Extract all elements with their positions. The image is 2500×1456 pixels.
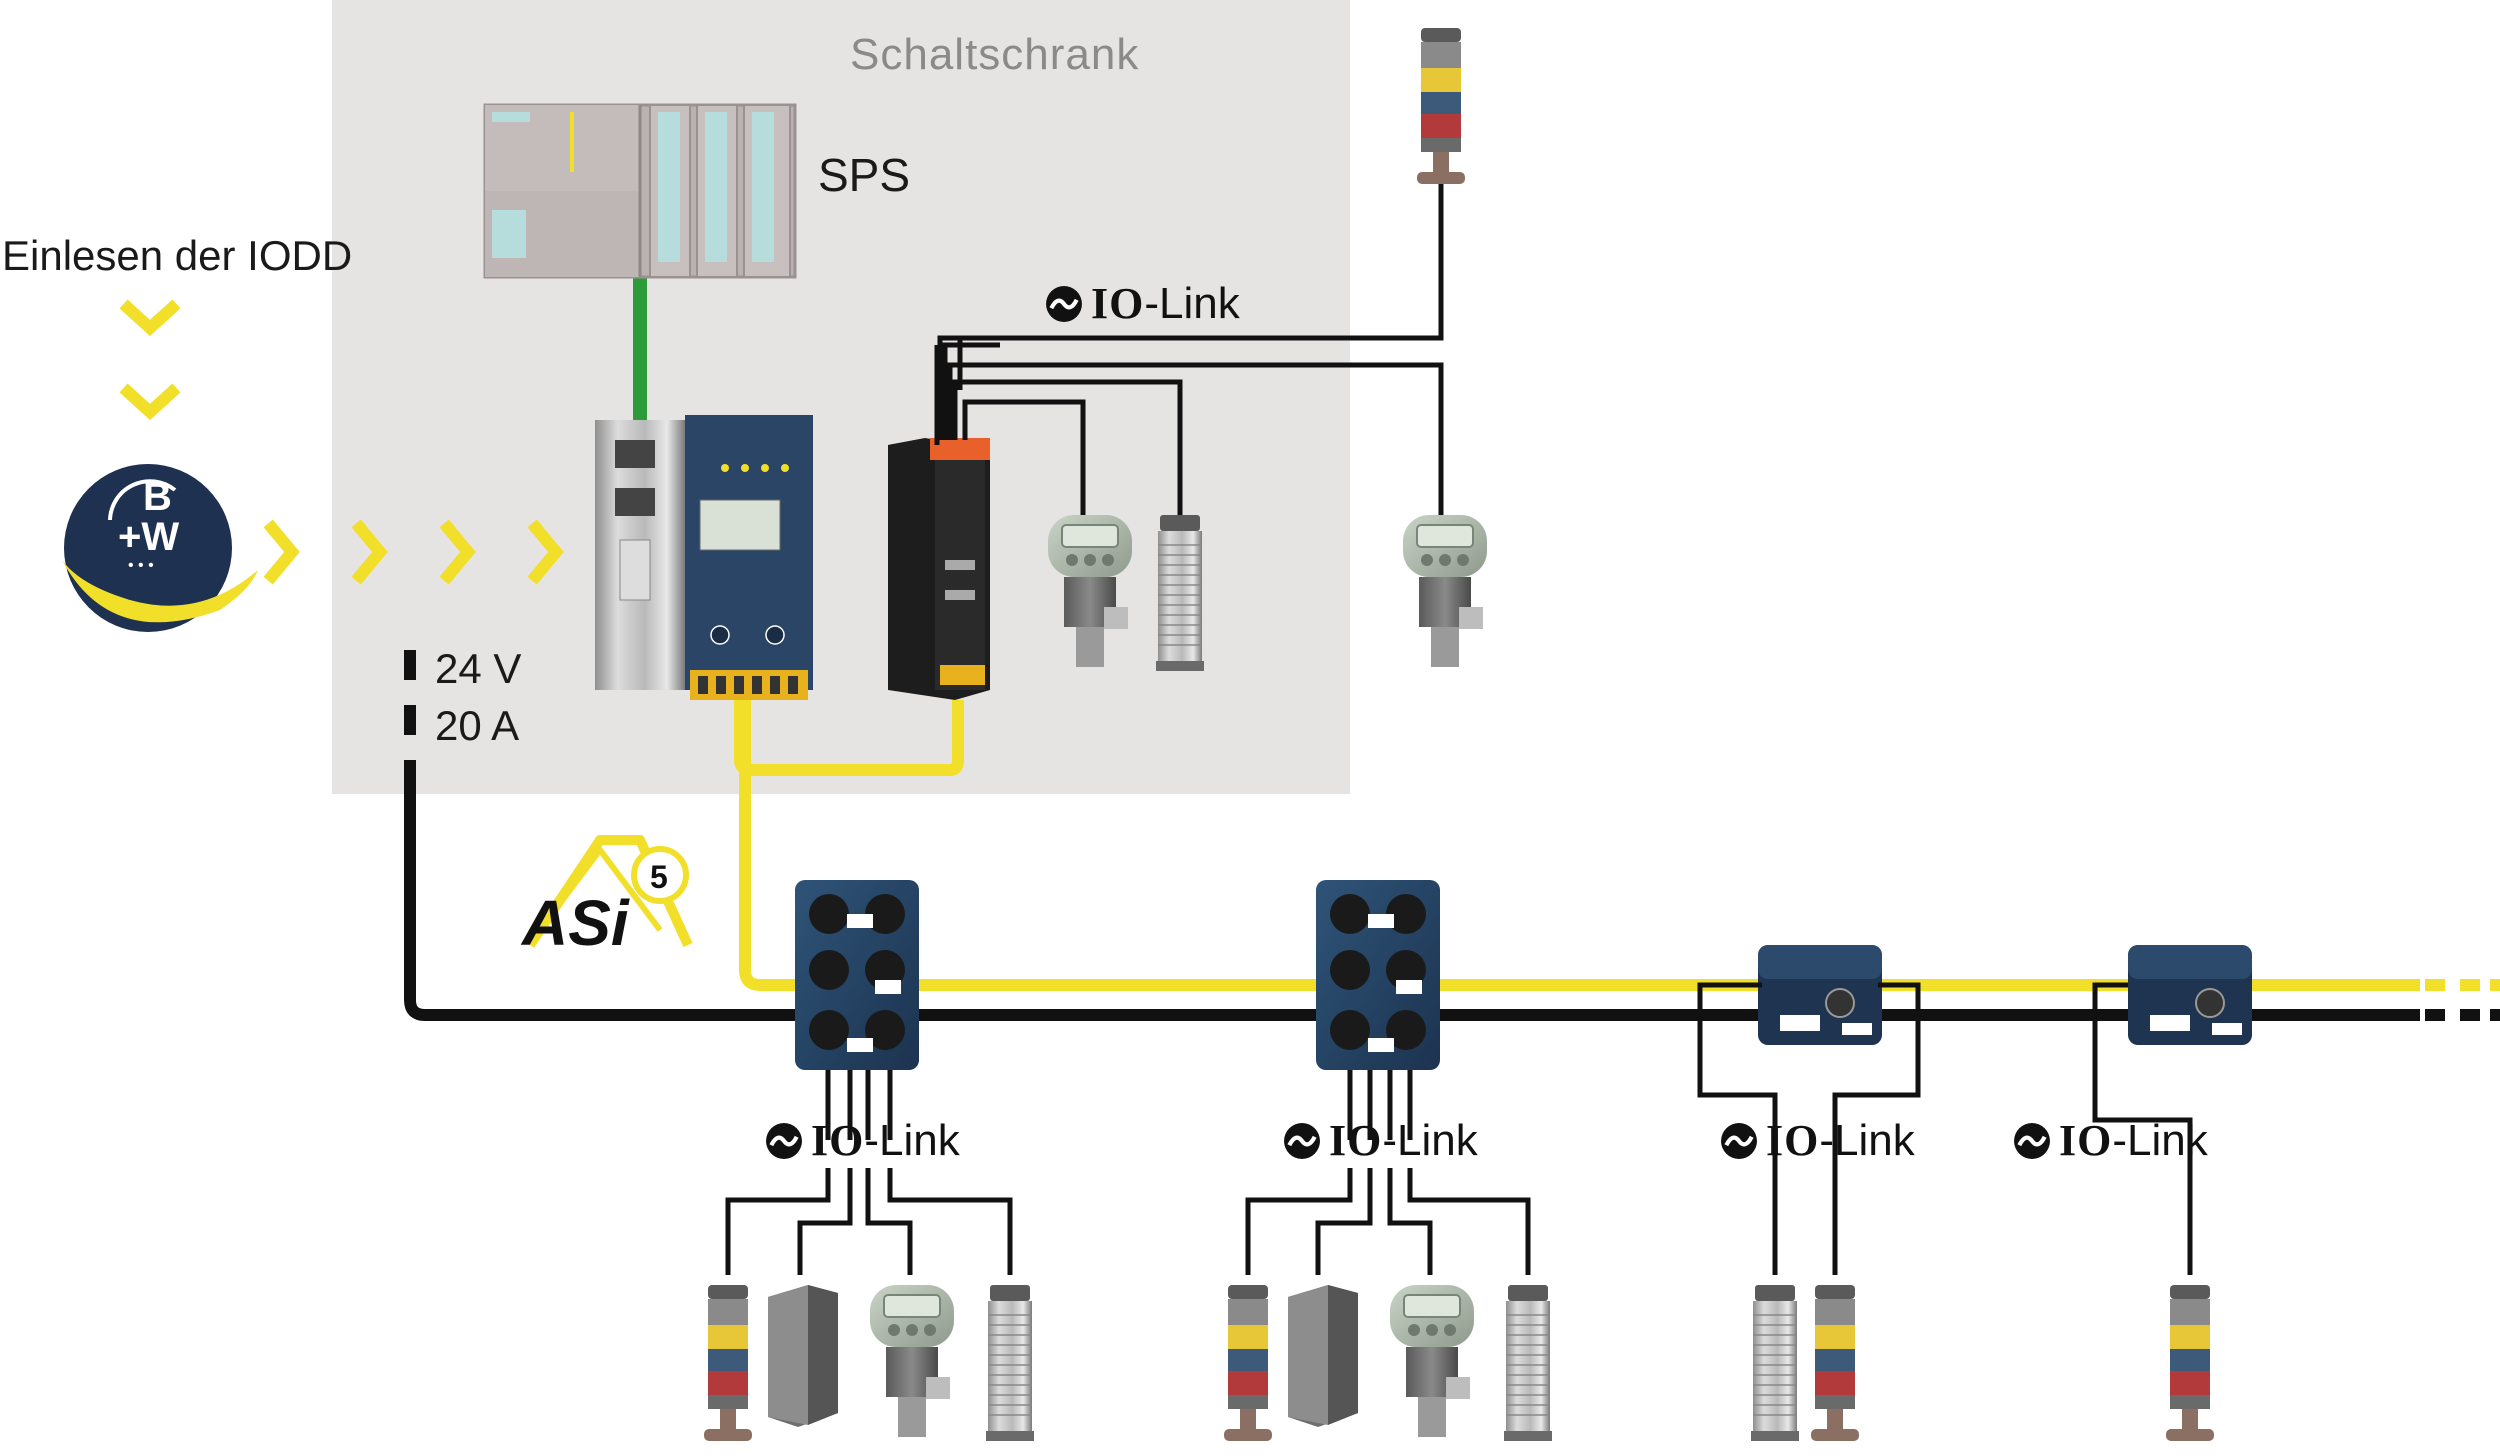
link-text: -Link: [1819, 1115, 1915, 1165]
voltage-label: 24 V: [435, 645, 522, 692]
io-link-label-field-1: IO-Link: [765, 1115, 960, 1166]
signal-tower-icon: [1417, 28, 1465, 184]
link-text: -Link: [1382, 1115, 1478, 1165]
asi-version: 5: [650, 859, 668, 895]
signal-tower-icon: [704, 1285, 752, 1441]
bw-logo-icon: B +W • • •: [62, 464, 258, 632]
proximity-sensor-icon: [985, 1284, 1035, 1442]
plc-label: SPS: [818, 149, 911, 201]
io-text: IO: [1091, 279, 1145, 328]
proximity-sensor-icon: [1503, 1284, 1553, 1442]
level-sensor-icon: [869, 1284, 955, 1438]
optical-sensor-icon: [768, 1285, 838, 1427]
asi-cable: [734, 700, 2420, 991]
io-link-master-icon: [888, 438, 990, 700]
signal-tower-icon: [1811, 1285, 1859, 1441]
power-cable-dashes: [404, 650, 2500, 1021]
link-text: -Link: [2112, 1115, 2208, 1165]
io-link-icon: [2013, 1122, 2051, 1160]
asi-field-module-icon: [1316, 880, 1440, 1070]
proximity-sensor-icon: [1750, 1284, 1800, 1442]
bw-logo-letter-w: +W: [118, 515, 179, 559]
link-text: -Link: [1144, 278, 1240, 328]
asi-field-module-icon: [795, 880, 919, 1070]
optical-sensor-icon: [1288, 1285, 1358, 1427]
cabinet-title: Schaltschrank: [850, 30, 1140, 79]
asi-text: ASi: [520, 887, 630, 959]
level-sensor-icon: [1402, 514, 1488, 668]
io-link-icon: [1283, 1122, 1321, 1160]
proximity-sensor-icon: [1155, 514, 1205, 672]
io-text: IO: [2059, 1116, 2113, 1165]
io-link-label-field-4: IO-Link: [2013, 1115, 2208, 1166]
io-link-cables-field: [725, 982, 2193, 1275]
io-text: IO: [811, 1116, 865, 1165]
iodd-label: Einlesen der IODD: [2, 232, 353, 279]
io-link-label-field-3: IO-Link: [1720, 1115, 1915, 1166]
download-arrows: [119, 299, 181, 421]
signal-tower-icon: [2166, 1285, 2214, 1441]
plc-icon: [483, 103, 797, 279]
current-label: 20 A: [435, 702, 520, 749]
io-text: IO: [1766, 1116, 1820, 1165]
asi-compact-module-icon: [1757, 944, 1883, 1046]
io-text: IO: [1329, 1116, 1383, 1165]
asi5-logo-icon: 5 ASi: [520, 835, 693, 959]
io-link-label-field-2: IO-Link: [1283, 1115, 1478, 1166]
signal-tower-icon: [1224, 1285, 1272, 1441]
transfer-arrows: [263, 519, 564, 585]
link-text: -Link: [864, 1115, 960, 1165]
asi-compact-module-icon: [2127, 944, 2253, 1046]
bw-logo-dots: • • •: [128, 557, 154, 574]
bw-logo-letter-b: B: [143, 475, 172, 519]
level-sensor-icon: [1389, 1284, 1475, 1438]
asi-gateway-icon: [595, 415, 813, 700]
io-link-cables-cabinet: [934, 180, 1444, 520]
io-link-icon: [765, 1122, 803, 1160]
io-link-icon: [1045, 285, 1083, 323]
io-link-label-cabinet: IO-Link: [1045, 278, 1240, 329]
power-cable: [404, 760, 2420, 1021]
io-link-icon: [1720, 1122, 1758, 1160]
